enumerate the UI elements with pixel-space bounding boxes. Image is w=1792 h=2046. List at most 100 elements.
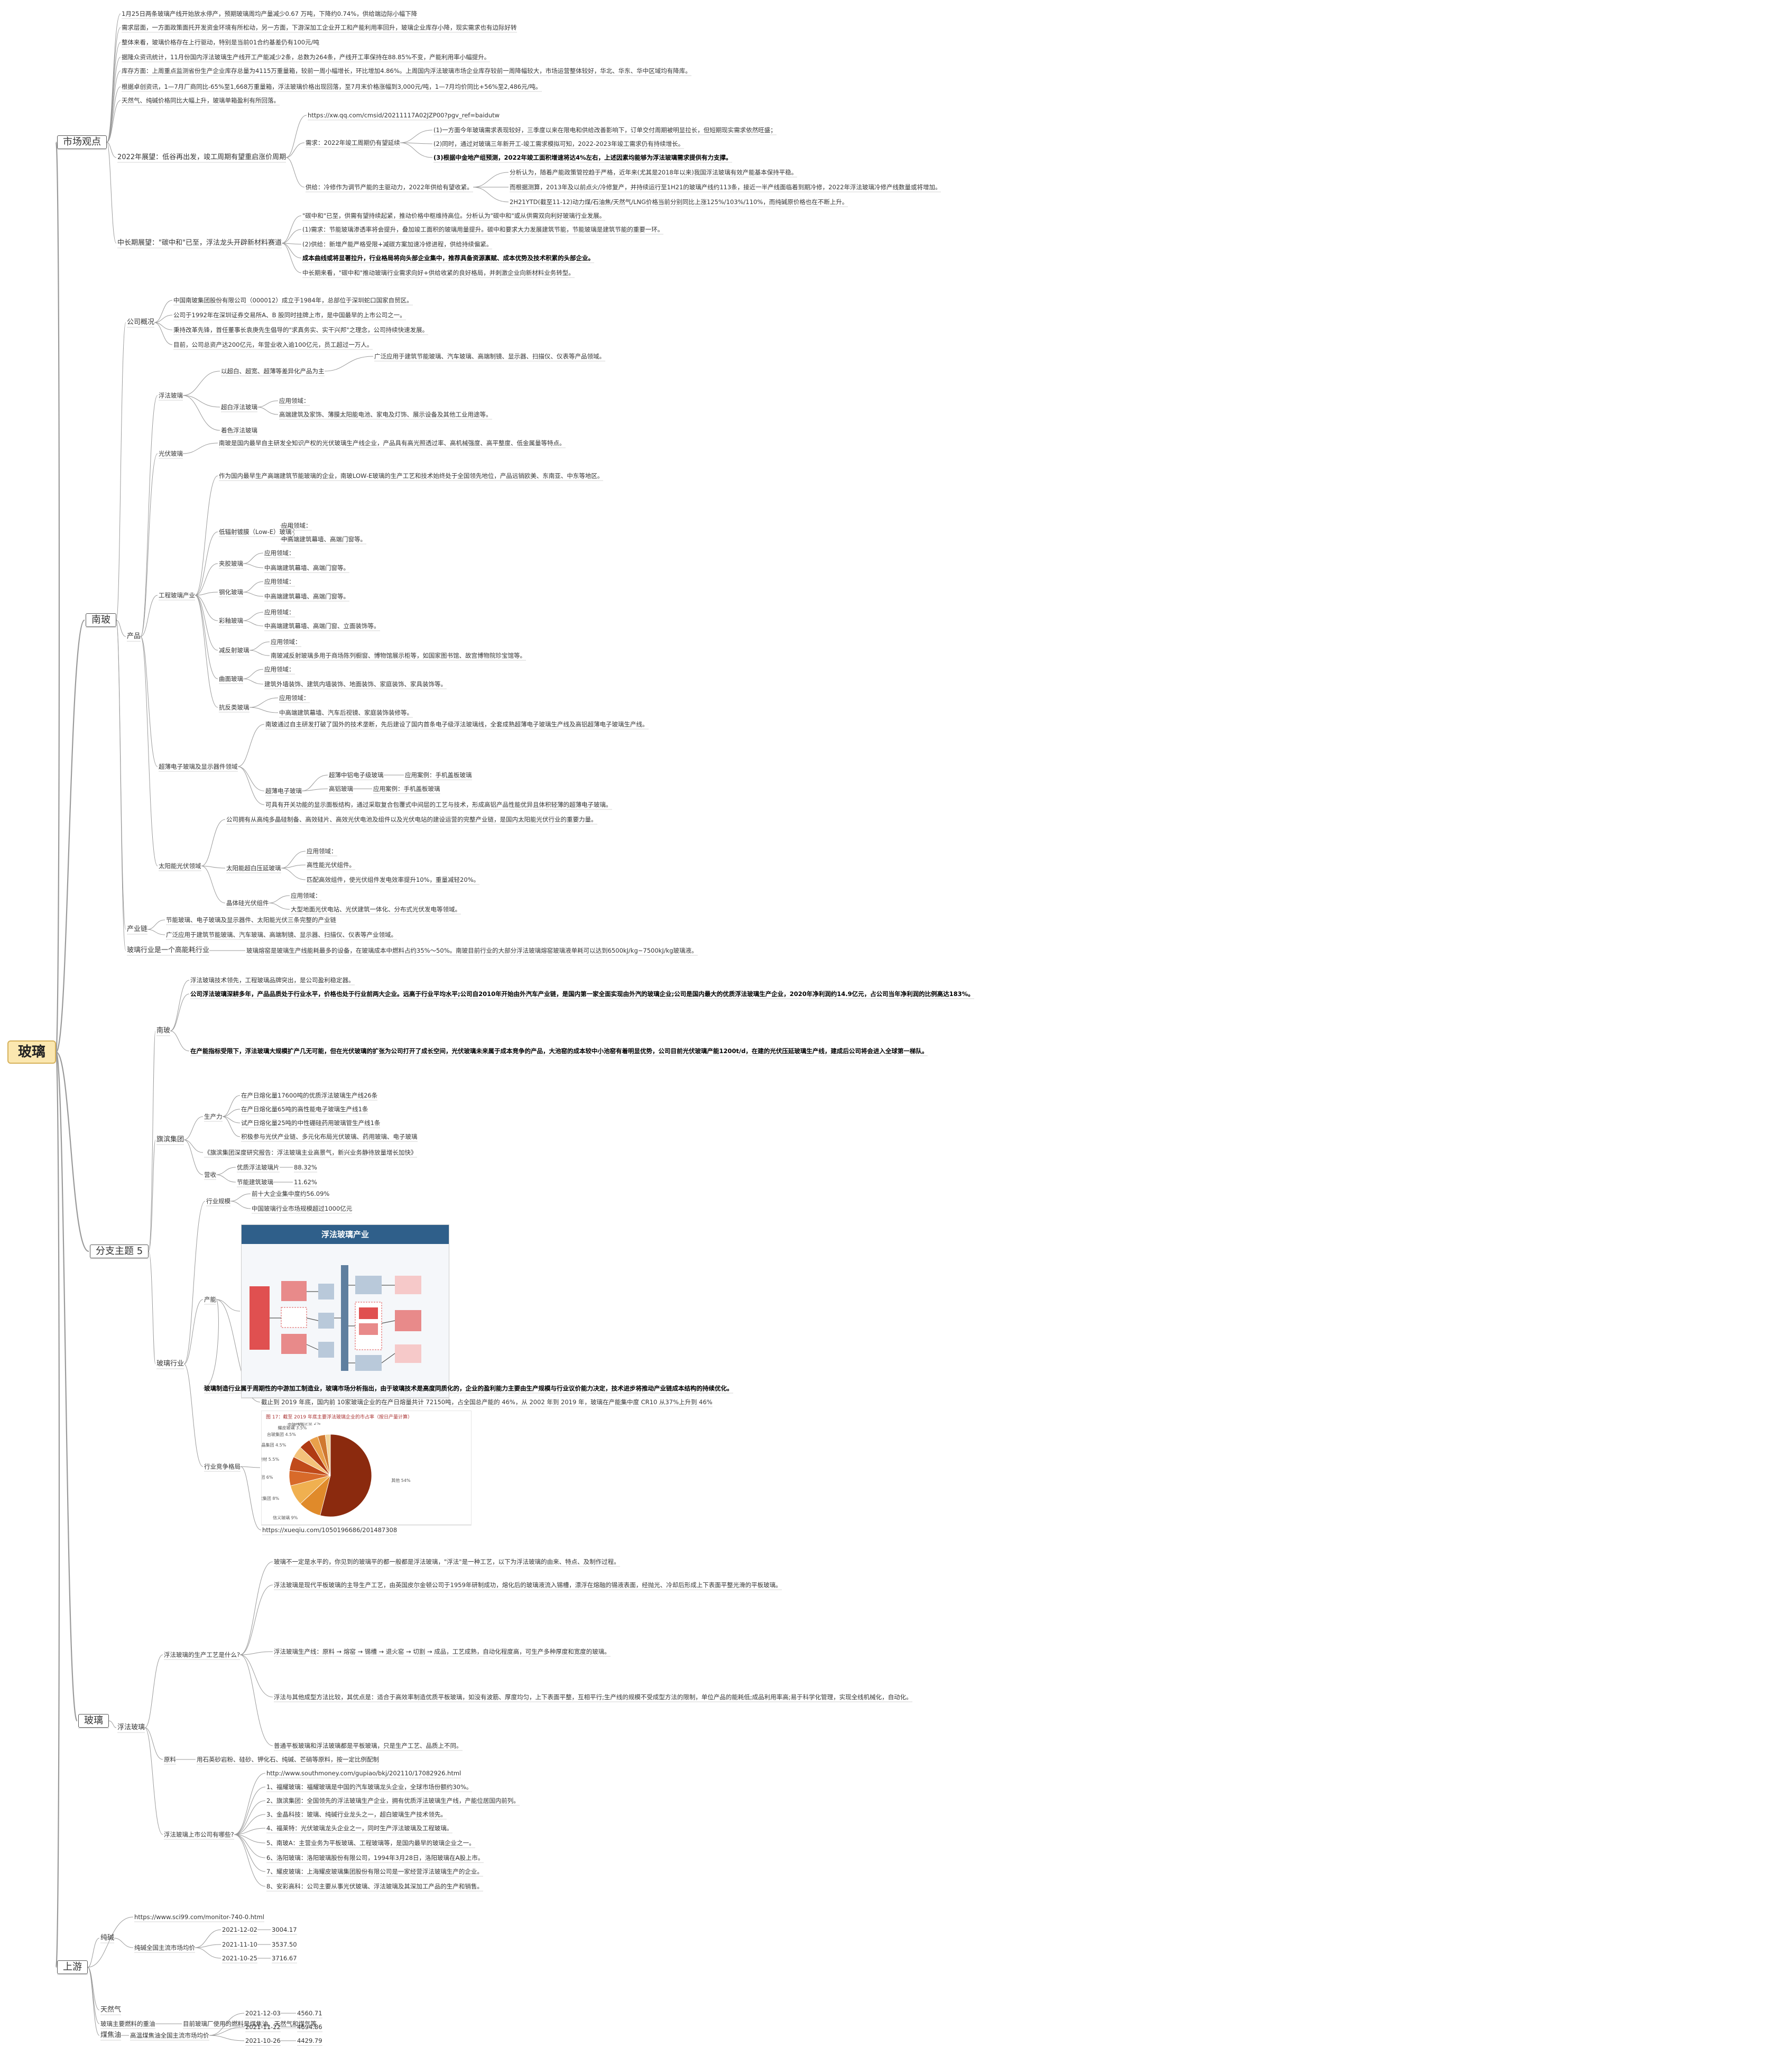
source-link[interactable]: https://xw.qq.com/cmsid/20211117A02JZP00… — [308, 112, 500, 119]
coal-tar[interactable]: 煤焦油 — [100, 2031, 122, 2039]
process-item: 浮法与其他成型方法比较，其优点是：适合于高效率制造优质平板玻璃，如没有波筋、厚度… — [274, 1693, 912, 1701]
connector-line — [195, 592, 218, 596]
float-glass[interactable]: 浮法玻璃 — [159, 392, 183, 399]
flow-block — [250, 1286, 270, 1350]
ultra-thin-glass-domain[interactable]: 超薄电子玻璃及显示器件领域 — [159, 763, 238, 770]
application-detail: 高端建筑及家饰、薄膜太阳能电池、家电及灯饰、展示设备及其他工业用途等。 — [279, 411, 492, 418]
eng-item: 曲面玻璃 — [219, 675, 243, 683]
branch-nanbo[interactable]: 南玻 — [86, 613, 116, 627]
pie-slice-label: 旗滨集团 8% — [262, 1496, 280, 1501]
flow-block — [281, 1307, 307, 1328]
connector-line — [140, 395, 158, 637]
connector-line — [230, 1201, 251, 1209]
flow-block — [281, 1281, 307, 1301]
supply-label[interactable]: 供给：冷修作为调节产能的主驱动力，2022年供给有望收紧。 — [306, 183, 473, 191]
supply-item: 而根据测算，2013年及以前点火/冷修复产，并持续运行至1H21的玻璃产线约11… — [510, 183, 941, 191]
industry-chain-capacity[interactable]: 产能 — [204, 1296, 216, 1303]
high-energy-industry[interactable]: 玻璃行业是一个高能耗行业 — [127, 946, 210, 954]
connector-line — [216, 1174, 236, 1183]
qibin-capacity[interactable]: 生产力 — [204, 1113, 223, 1120]
soda-source-link[interactable]: https://www.sci99.com/monitor-740-0.html — [134, 1913, 264, 1921]
listed-item: 6、洛阳玻璃：洛阳玻璃股份有限公司，1994年3月28日，洛阳玻璃在A股上市。 — [266, 1854, 484, 1861]
connector-line — [182, 371, 220, 396]
connector-line — [183, 1299, 204, 1365]
listed-item: 3、金晶科技：玻璃、纯碱行业龙头之一，超白玻璃生产技术领先。 — [266, 1811, 447, 1818]
industry-scale[interactable]: 行业规模 — [206, 1197, 230, 1205]
connector-line — [148, 1030, 156, 1252]
connector-line — [301, 775, 328, 791]
company-overview[interactable]: 公司概况 — [127, 318, 155, 326]
connector-line — [222, 1095, 241, 1117]
connector-line — [243, 552, 264, 564]
market-item: 需求层面，一方面政策面托开发资金环境有所松动，另一方面，下游深加工企业开工和产能… — [122, 24, 517, 31]
qibin-revenue[interactable]: 营收 — [204, 1171, 216, 1178]
solar-pv-domain[interactable]: 太阳能光伏领域 — [159, 862, 201, 870]
coal-price-label[interactable]: 高温煤焦油全国主流市场均价 — [130, 2032, 209, 2039]
connector-line — [473, 172, 509, 188]
connector-line — [148, 1139, 156, 1252]
pie-slice-label: 金晶集团 4.5% — [262, 1442, 287, 1448]
natural-gas[interactable]: 天然气 — [100, 2006, 122, 2014]
connector-line — [147, 919, 165, 930]
connector-line — [140, 595, 158, 637]
connector-line — [209, 2013, 245, 2036]
fuel-label[interactable]: 玻璃主要燃料的重油 — [100, 2020, 155, 2027]
eng-item: 钢化玻璃 — [219, 588, 243, 596]
application-detail: 中高端建筑幕墙、高端门窗等。 — [281, 536, 366, 543]
soda-ash[interactable]: 纯碱 — [100, 1934, 115, 1942]
pie-slice-label: 其他企业 2% — [295, 1423, 321, 1426]
theme-nanbo[interactable]: 南玻 — [156, 1027, 171, 1035]
connector-line — [148, 1251, 156, 1365]
process-question[interactable]: 浮法玻璃的生产工艺是什么? — [164, 1651, 241, 1658]
pie-source-link[interactable]: https://xueqiu.com/1050196686/201487308 — [262, 1526, 398, 1534]
supply-item: 2H21YTD(截至11-12)动力煤/石油焦/天然气/LNG价格当前分别同比上… — [510, 198, 848, 206]
root-node[interactable]: 玻璃 — [7, 1040, 57, 1064]
connector-line — [281, 215, 302, 244]
flow-block — [395, 1310, 421, 1331]
connector-line — [56, 1051, 89, 1252]
connector-line — [234, 1834, 266, 1844]
connector-line — [195, 595, 218, 679]
connector-line — [201, 865, 226, 904]
competition-pattern[interactable]: 行业竞争格局 — [204, 1463, 241, 1470]
connector-line — [240, 1466, 262, 1531]
engineering-glass[interactable]: 工程玻璃产业 — [159, 592, 195, 599]
connector-line — [140, 636, 158, 767]
branch-glass[interactable]: 玻璃 — [78, 1714, 109, 1728]
connector-line — [324, 356, 374, 372]
midlong-outlook[interactable]: 中长期展望："碳中和"已至，浮法龙头开辟新材料赛道 — [117, 239, 282, 247]
float-glass-topic[interactable]: 浮法玻璃 — [117, 1724, 145, 1731]
listed-item: 8、安彩高科：公司主要从事光伏玻璃、浮法玻璃及其深加工产品的生产和销售。 — [266, 1883, 483, 1890]
connector-line — [106, 100, 121, 143]
demand-label[interactable]: 需求：2022年竣工周期仍有望延续 — [306, 139, 400, 146]
qibin-group[interactable]: 旗滨集团 — [156, 1136, 184, 1144]
listed-item: 7、耀皮玻璃：上海耀皮玻璃集团股份有限公司是一家经营浮法玻璃生产的企业。 — [266, 1868, 483, 1875]
branch-upstream[interactable]: 上游 — [57, 1960, 88, 1974]
raw-material[interactable]: 原料 — [164, 1756, 176, 1763]
connector-line — [234, 1828, 266, 1835]
listed-source-link[interactable]: http://www.southmoney.com/gupiao/bkj/202… — [266, 1769, 461, 1777]
industry-chain[interactable]: 产业链 — [127, 925, 148, 933]
branch-theme-5[interactable]: 分支主题 5 — [90, 1245, 149, 1258]
connector-line — [280, 531, 294, 540]
application-detail: 中高端建筑幕墙、高端门窗、立面装饰等。 — [264, 622, 380, 630]
capacity-item: 在产日熔化量17600吨的优质浮法玻璃生产线26条 — [241, 1092, 378, 1099]
price-date: 2021-12-02 — [222, 1926, 257, 1933]
listed-companies[interactable]: 浮法玻璃上市公司有哪些? — [164, 1831, 234, 1838]
connector-line — [195, 595, 218, 621]
connector-line — [106, 70, 121, 143]
eng-item: 彩釉玻璃 — [219, 617, 243, 624]
market-item: 库存方面：上周重点监测省份生产企业库存总量为4115万重量箱，较前一周小幅增长，… — [122, 67, 691, 75]
pv-glass[interactable]: 光伏玻璃 — [159, 450, 183, 457]
products[interactable]: 产品 — [127, 632, 141, 640]
outlook-2022[interactable]: 2022年展望：低谷再出发，竣工周期有望重启涨价周期 — [117, 153, 287, 161]
solar-intro: 公司拥有从高纯多晶硅制备、高效硅片、高效光伏电池及组件以及光伏电站的建设运营的完… — [226, 816, 597, 823]
soda-price-label[interactable]: 纯碱全国主流市场均价 — [134, 1944, 195, 1951]
glass-industry[interactable]: 玻璃行业 — [156, 1360, 184, 1368]
connector-line — [269, 895, 290, 904]
ultra-sub-app: 应用案例：手机盖板玻璃 — [405, 771, 472, 779]
branch-market-view[interactable]: 市场观点 — [57, 135, 107, 149]
connector-line — [257, 400, 279, 408]
midlong-item: 成本曲线或将显著拉升，行业格局将向头部企业集中，推荐具备资源禀赋、成本优势及技术… — [302, 254, 594, 262]
